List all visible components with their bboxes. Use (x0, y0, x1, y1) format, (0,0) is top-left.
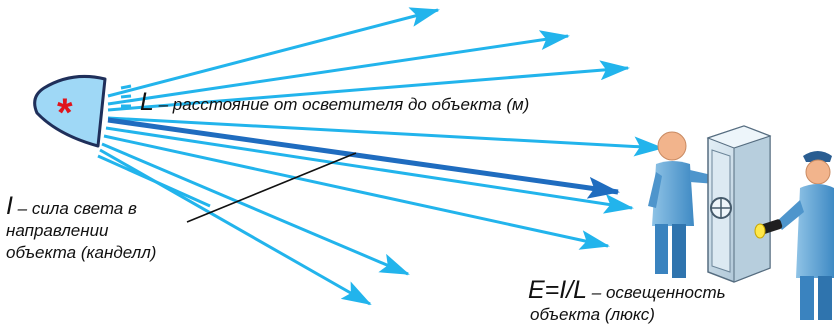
main-ray (107, 117, 620, 199)
distance-label: L – расстояние от осветителя до объекта … (140, 88, 529, 116)
ray-7 (101, 142, 410, 276)
ray-1 (107, 7, 440, 98)
ray-5 (105, 126, 634, 214)
lamp-icon: * (33, 74, 107, 148)
ray-2 (107, 30, 570, 106)
ray-6 (103, 134, 610, 250)
ray-3 (107, 60, 630, 112)
intensity-line-3: объекта (канделл) (6, 243, 156, 262)
distance-symbol: L (140, 88, 154, 116)
illuminance-line-1: – освещенность (587, 283, 726, 302)
dash-marks (120, 84, 132, 108)
ray-4 (107, 116, 664, 157)
light-rays (97, 7, 664, 306)
intensity-pointer (186, 152, 357, 223)
intensity-line-2: направлении (6, 221, 109, 240)
ray-short (97, 154, 211, 208)
distance-text: – расстояние от осветителя до объекта (м… (154, 95, 529, 114)
ray-8 (99, 148, 372, 306)
vault-safe-icon (706, 125, 772, 283)
illuminance-formula: E=I/L (528, 276, 587, 304)
intensity-line-1: – сила света в (13, 199, 137, 218)
security-guard-with-flashlight-icon (754, 151, 834, 320)
illuminance-label: E=I/L – освещенность (528, 276, 726, 304)
lamp-mark: * (57, 91, 73, 135)
illuminance-line-2: объекта (люкс) (530, 305, 655, 324)
intensity-label: I – сила света в (6, 192, 137, 220)
intensity-symbol: I (6, 192, 13, 220)
